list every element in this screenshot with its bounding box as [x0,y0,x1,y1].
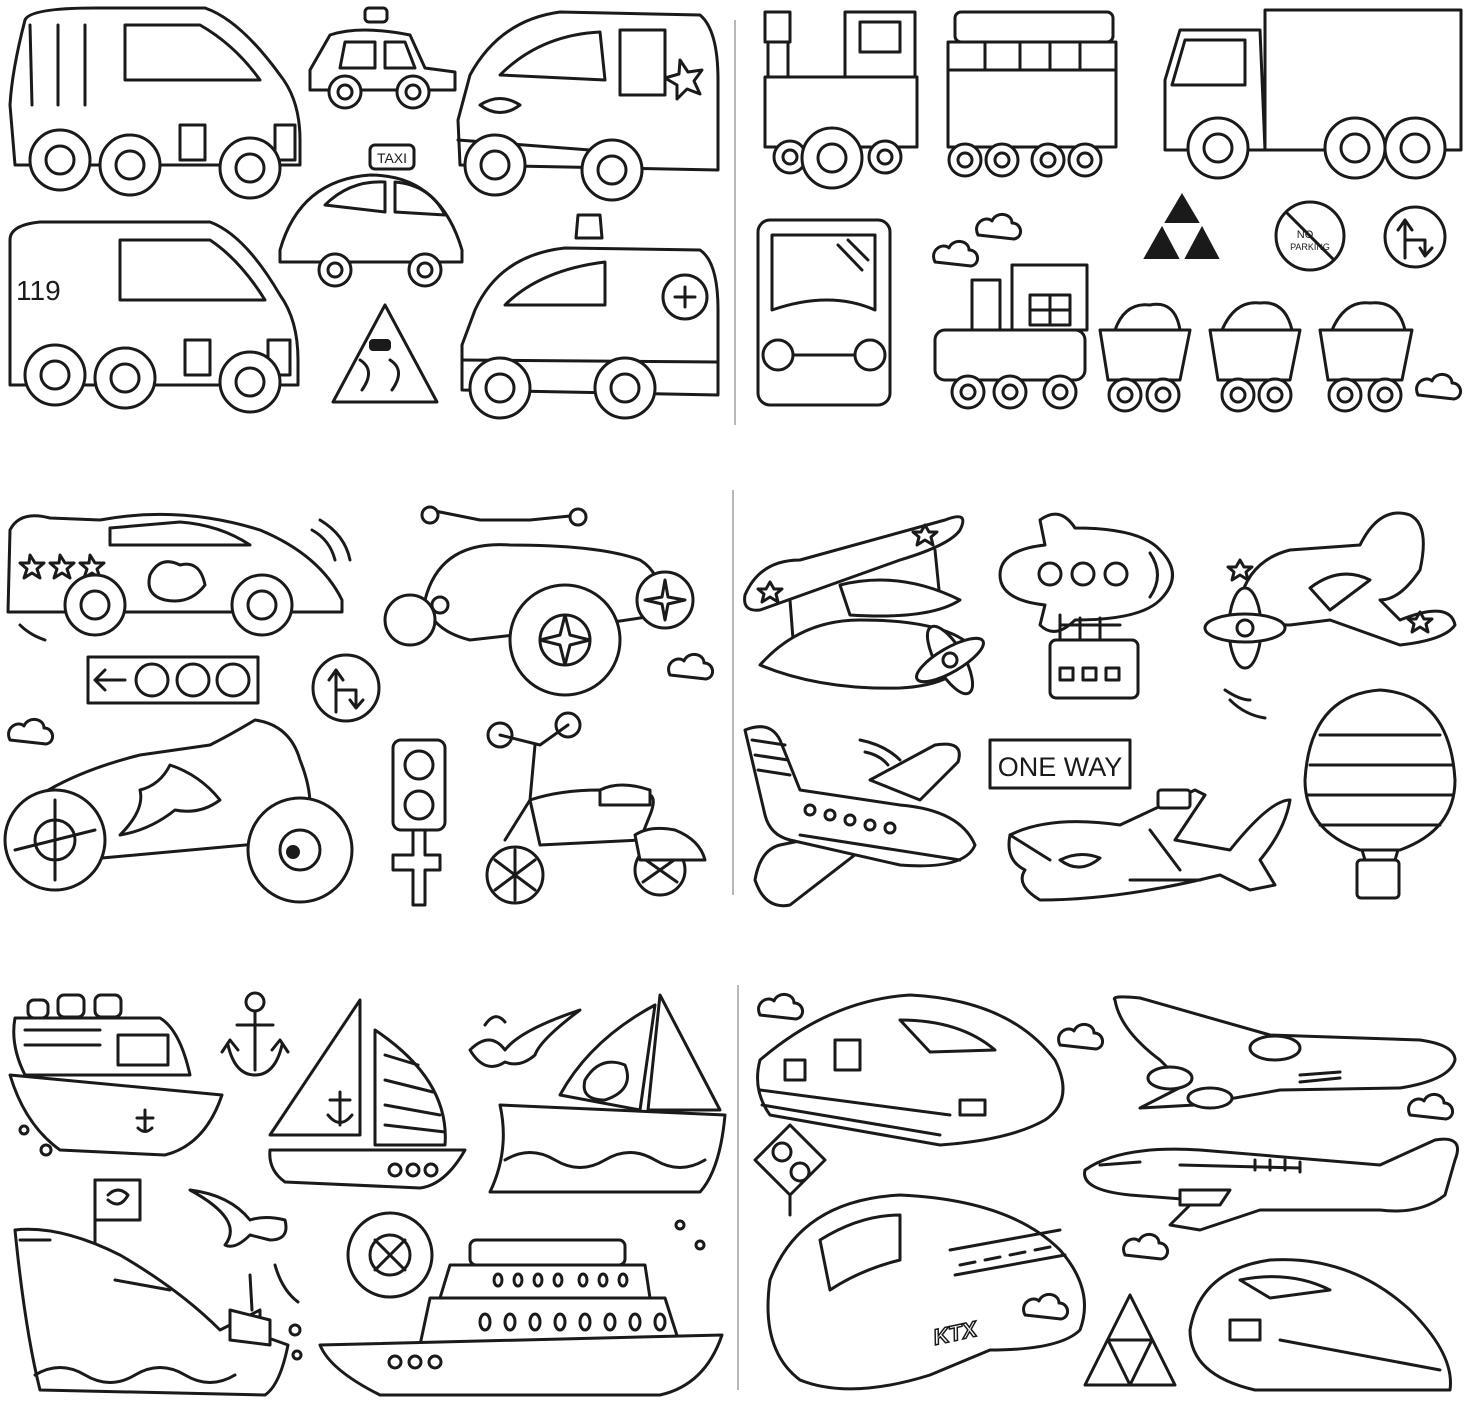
ferry-icon [318,1219,724,1397]
steam-engine-icon [763,10,919,190]
propeller-plane-icon [1203,511,1457,720]
airliner-icon [1057,995,1457,1121]
scooter-icon [485,711,707,905]
cargo-train-icon [932,212,1463,413]
traffic-light-icon [391,738,447,907]
warning-triangle-icon [1143,193,1220,259]
police-van-icon [456,10,720,202]
one-way-sign-icon: ONE WAY [988,738,1132,790]
cargo-ship-icon [13,1178,303,1397]
sailing-ship-icon [488,993,727,1194]
ambulance-icon [460,213,720,420]
fighter-jet-icon [1007,788,1292,902]
jet-plane-icon [743,725,977,908]
panel-aircraft: ONE WAY [743,511,1457,908]
seagull-icon [468,1008,582,1068]
anchor-icon [220,991,290,1077]
van-icon [8,6,302,200]
ktx-train-icon: KTX [766,1193,1170,1391]
fire-truck-number: 119 [16,275,61,306]
panel-emergency-vehicles: TAXI 119 [8,6,720,420]
biplane-icon [743,515,985,696]
taxi-icon: TAXI [278,143,464,288]
traffic-light-icon [753,1123,827,1217]
panel-trains-and-trucks: NO PARKING [756,8,1463,413]
bullet-train-icon [756,992,1065,1147]
triangle-sign-icon [1083,1293,1177,1387]
fire-truck-icon: 119 [8,220,300,414]
no-parking-text: NO [1297,229,1314,241]
turn-sign-icon [1383,205,1447,269]
cruise-ship-icon [8,993,224,1157]
arrow-lights-sign-icon [86,655,260,705]
airship-icon [998,512,1174,700]
quad-bike-icon [383,505,715,697]
no-parking-sign-icon: NO PARKING [1274,200,1346,272]
seagull-icon [188,1188,300,1304]
hot-air-balloon-icon [1303,688,1457,900]
turn-sign-icon [311,653,381,723]
life-ring-icon [346,1211,434,1299]
no-parking-text-2: PARKING [1290,242,1330,252]
race-car-icon [6,512,352,642]
motorcycle-icon [3,717,354,904]
panel-ships [8,991,727,1397]
truck-icon [1163,8,1463,180]
panel-high-speed: KTX [753,992,1459,1392]
bus-icon [756,218,892,407]
slippery-road-sign-icon [331,303,439,404]
bullet-train-icon [1188,1258,1452,1392]
one-way-sign-text: ONE WAY [998,752,1123,782]
passenger-jet-icon [1083,1137,1459,1232]
sailboat-icon [268,998,467,1190]
panel-cars-and-motorbikes [3,505,715,907]
train-car-icon [946,10,1118,178]
police-car-icon [308,6,457,110]
taxi-sign-text: TAXI [377,150,407,166]
